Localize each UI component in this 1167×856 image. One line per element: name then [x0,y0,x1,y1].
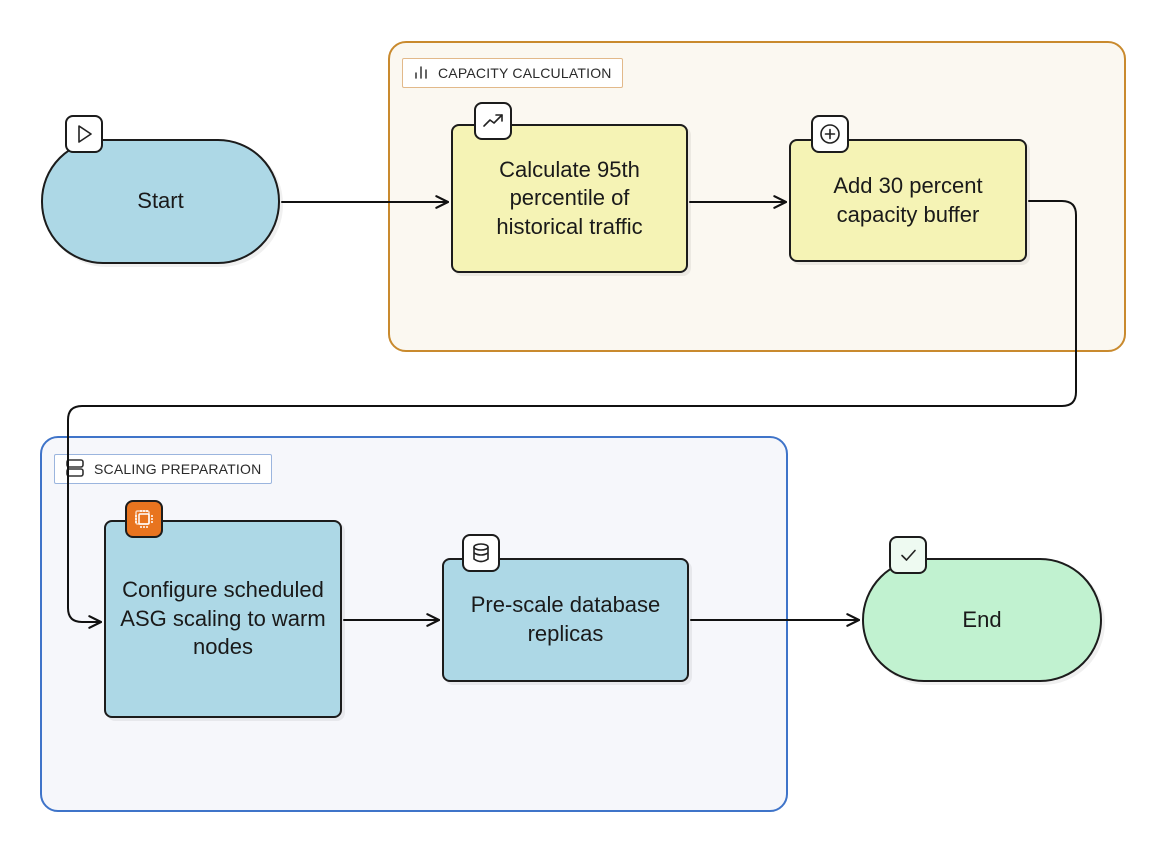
start-node[interactable]: Start [41,139,280,264]
play-icon [65,115,103,153]
calculate-percentile-node[interactable]: Calculate 95th percentile of historical … [451,124,688,273]
configure-asg-node[interactable]: Configure scheduled ASG scaling to warm … [104,520,342,718]
plus-circle-icon [811,115,849,153]
calculate-percentile-label: Calculate 95th percentile of historical … [496,156,643,239]
prescale-database-label: Pre-scale database replicas [470,592,661,646]
start-node-label: Start [137,188,184,214]
database-icon [462,534,500,572]
add-buffer-node[interactable]: Add 30 percent capacity buffer [789,139,1027,262]
end-node-label: End [962,606,1002,632]
add-buffer-label: Add 30 percent capacity buffer [833,172,983,227]
configure-asg-label: Configure scheduled ASG scaling to warm … [120,577,326,660]
capacity-calculation-title: CAPACITY CALCULATION [438,65,612,81]
end-node[interactable]: End [862,558,1102,682]
prescale-database-node[interactable]: Pre-scale database replicas [442,558,689,682]
capacity-calculation-label: CAPACITY CALCULATION [402,58,623,88]
scaling-preparation-label: SCALING PREPARATION [54,454,273,484]
edge-add-to-config [67,200,1077,629]
scaling-preparation-title: SCALING PREPARATION [94,461,262,477]
compute-chip-icon [125,500,163,538]
check-icon [889,536,927,574]
trending-up-icon [474,102,512,140]
bar-chart-icon [413,64,429,83]
